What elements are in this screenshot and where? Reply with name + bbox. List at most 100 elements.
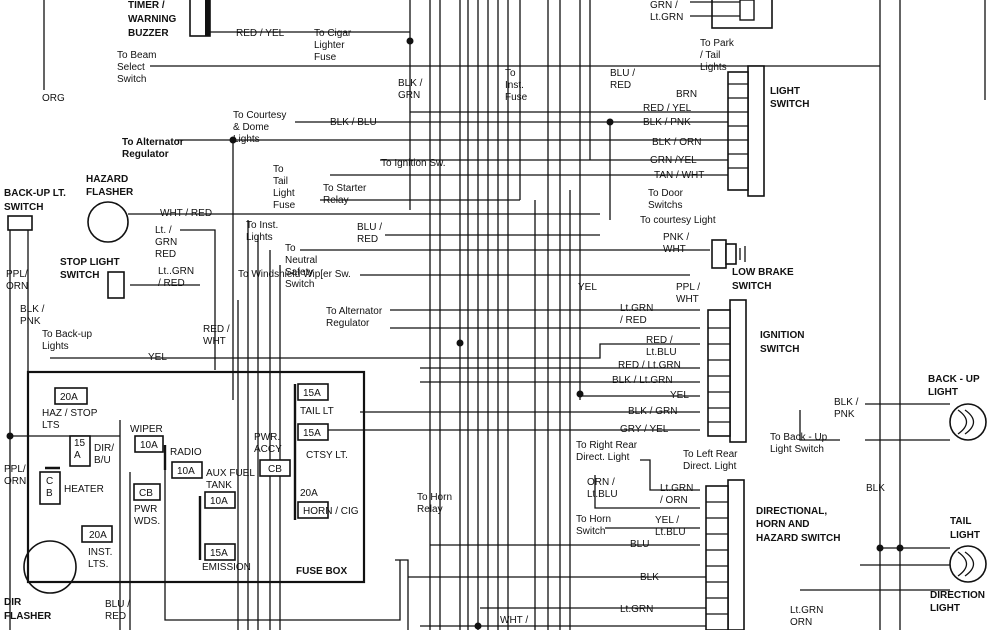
fuses-wiper-label: 10A <box>140 440 158 451</box>
wires-blk-pnk-left-label: BLK /PNK <box>20 304 45 327</box>
fuse-box <box>26 370 366 584</box>
wires-wht-label: WHT / <box>500 615 528 626</box>
wires-yel-ign-label: YEL <box>670 390 689 401</box>
wires-blu-label: BLU <box>630 539 649 550</box>
stop-light-switch: STOP LIGHT SWITCH <box>60 257 125 299</box>
wires-blk-low-label: BLK <box>640 572 659 583</box>
svg-text:LOW BRAKE: LOW BRAKE <box>732 267 794 278</box>
svg-text:HORN AND: HORN AND <box>756 519 810 530</box>
svg-text:TAIL: TAIL <box>950 516 971 527</box>
wires-brn-label: BRN <box>676 89 697 100</box>
wires-ltgrn-orn-label: Lt.GRN/ ORN <box>660 483 693 506</box>
svg-text:SWITCH: SWITCH <box>60 270 99 281</box>
wires-blk-grn-label: BLK /GRN <box>398 78 423 101</box>
fuses-pwr-accy-label: CB <box>268 464 282 475</box>
svg-text:SWITCH: SWITCH <box>760 344 799 355</box>
wires-pnk-wht-label: PNK /WHT <box>663 232 689 255</box>
backup-light-switch: BACK-UP LT. SWITCH <box>4 188 66 231</box>
wires-yel-ltblu-label: YEL /Lt.BLU <box>655 515 686 538</box>
wires-yel-label: YEL <box>578 282 597 293</box>
fuses-dir-label-label: DIR/B/U <box>94 443 114 466</box>
fuses-pwr-accy-label-label: PWR.ACCY <box>254 432 282 455</box>
hazard-label-2: FLASHER <box>86 187 134 198</box>
wires-wiper-sw-label: To Windshield Wip[er Sw. <box>238 269 351 280</box>
light-switch: LIGHT SWITCH <box>727 65 809 197</box>
wires-ltgrn-red-stop-label: Lt..GRN/ RED <box>158 266 194 289</box>
fuses-wiper-label-label: WIPER <box>130 424 163 435</box>
wires-blk-grn-ign-label: BLK / GRN <box>628 406 677 417</box>
components-fuse-box-label: FUSE BOX <box>296 566 347 577</box>
wires-blu-red-mid-label: BLU /RED <box>357 222 382 245</box>
fuses-ctsy-label-label: CTSY LT. <box>306 450 348 461</box>
fuses-emission-label-label: EMISSION <box>202 562 251 573</box>
fuses-horn-cig-label: 20A <box>89 530 107 541</box>
fuses-horn-cig-label: 20A <box>300 488 318 499</box>
svg-text:IGNITION: IGNITION <box>760 330 804 341</box>
wires-courtesy-light-label: To courtesy Light <box>640 215 716 226</box>
wires-blk-pnk-right-label: BLK /PNK <box>834 397 859 420</box>
svg-text:DIRECTION: DIRECTION <box>930 590 985 601</box>
fuses-ctsy-label: 15A <box>303 428 321 439</box>
junction-dots <box>6 37 904 630</box>
fuses-radio-label-label: RADIO <box>170 447 202 458</box>
wires-red-ltblu-label: RED /Lt.BLU <box>646 335 677 358</box>
svg-text:LIGHT: LIGHT <box>928 387 958 398</box>
svg-text:LIGHT: LIGHT <box>930 603 960 614</box>
wires-ppl-orn-label: PPL/ORN <box>6 269 28 292</box>
directional-switch: DIRECTIONAL, HORN AND HAZARD SWITCH <box>705 479 840 630</box>
fuses-haz-stop-label: 20A <box>60 392 78 403</box>
wires-yel-left-label: YEL <box>148 352 167 363</box>
top-right-connector <box>690 0 773 29</box>
svg-text:STOP LIGHT: STOP LIGHT <box>60 257 120 268</box>
wires-ign-sw-label: To Ignition Sw. <box>381 158 445 169</box>
wires-grn-yel-label: GRN /YEL <box>650 155 697 166</box>
wires-blk-pnk-label: BLK / PNK <box>643 117 691 128</box>
wires-ltgrn-low-label: Lt.GRN <box>620 604 653 615</box>
hazard-label-1: HAZARD <box>86 174 128 185</box>
svg-text:SWITCH: SWITCH <box>732 281 771 292</box>
fuses-pwr-wds-label: CB <box>139 488 153 499</box>
fuses-aux-fuel-label: 10A <box>210 496 228 507</box>
fuses-tail-label: 15A <box>303 388 321 399</box>
wires-red-ltgrn-label: RED / Lt.GRN <box>618 360 681 371</box>
wires-ppl-wht-label: PPL /WHT <box>676 282 700 305</box>
wires-blk-ltgrn-label: BLK / Lt.GRN <box>612 375 673 386</box>
wires-ltgrn-red-ign-label: Lt.GRN/ RED <box>620 303 653 326</box>
wires-tan-wht-label: TAN / WHT <box>654 170 704 181</box>
low-brake-switch: LOW BRAKE SWITCH <box>711 239 794 292</box>
wires-org-label: ORG <box>42 93 65 104</box>
hazard-flasher: HAZARD FLASHER <box>86 174 134 243</box>
timer-label-3: BUZZER <box>128 28 169 39</box>
fuses-heater-label-label: HEATER <box>64 484 104 495</box>
timer-warning-buzzer: TIMER / WARNING BUZZER <box>128 0 211 39</box>
timer-label-2: WARNING <box>128 14 177 25</box>
backup-light: BACK - UP LIGHT <box>928 374 987 441</box>
svg-text:BACK-UP LT.: BACK-UP LT. <box>4 188 66 199</box>
svg-text:FLASHER: FLASHER <box>4 611 52 622</box>
svg-text:DIRECTIONAL,: DIRECTIONAL, <box>756 506 827 517</box>
svg-text:LIGHT: LIGHT <box>770 86 800 97</box>
svg-text:BACK - UP: BACK - UP <box>928 374 980 385</box>
svg-text:SWITCH: SWITCH <box>4 202 43 213</box>
vertical-wires <box>43 0 986 630</box>
svg-text:SWITCH: SWITCH <box>770 99 809 110</box>
